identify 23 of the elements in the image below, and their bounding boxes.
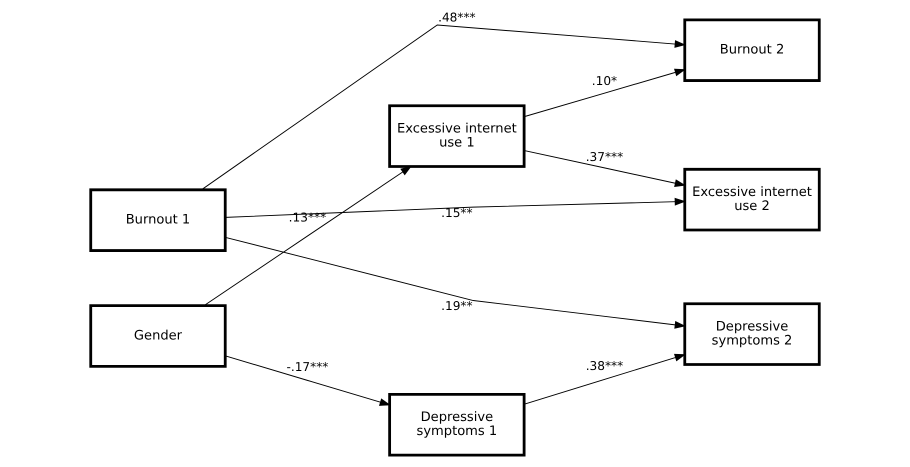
arrow xyxy=(225,355,391,406)
node-box: Excessive internet use 1 xyxy=(388,104,526,168)
edge-label: .19** xyxy=(441,299,473,314)
edge-label: .48*** xyxy=(438,10,476,25)
edge-label: .37*** xyxy=(586,150,624,164)
arrow xyxy=(225,236,686,329)
node-box: Depressive symptoms 2 xyxy=(683,302,821,366)
edge-label: .13*** xyxy=(288,210,326,224)
edge-label: .38*** xyxy=(586,359,624,374)
arrow xyxy=(225,198,686,218)
arrow xyxy=(201,24,686,190)
node-box: Burnout 1 xyxy=(89,188,227,252)
node-box: Excessive internet use 2 xyxy=(683,168,821,232)
arrow xyxy=(524,150,686,187)
node-box: Depressive symptoms 1 xyxy=(388,392,526,456)
arrow xyxy=(524,354,686,405)
edge-label: -.17*** xyxy=(286,360,328,374)
arrow xyxy=(524,68,686,118)
node-box: Gender xyxy=(89,304,227,368)
arrow xyxy=(204,166,412,306)
edge-label: .10* xyxy=(592,74,618,88)
node-box: Burnout 2 xyxy=(683,18,821,82)
edge-label: .15** xyxy=(441,206,473,220)
